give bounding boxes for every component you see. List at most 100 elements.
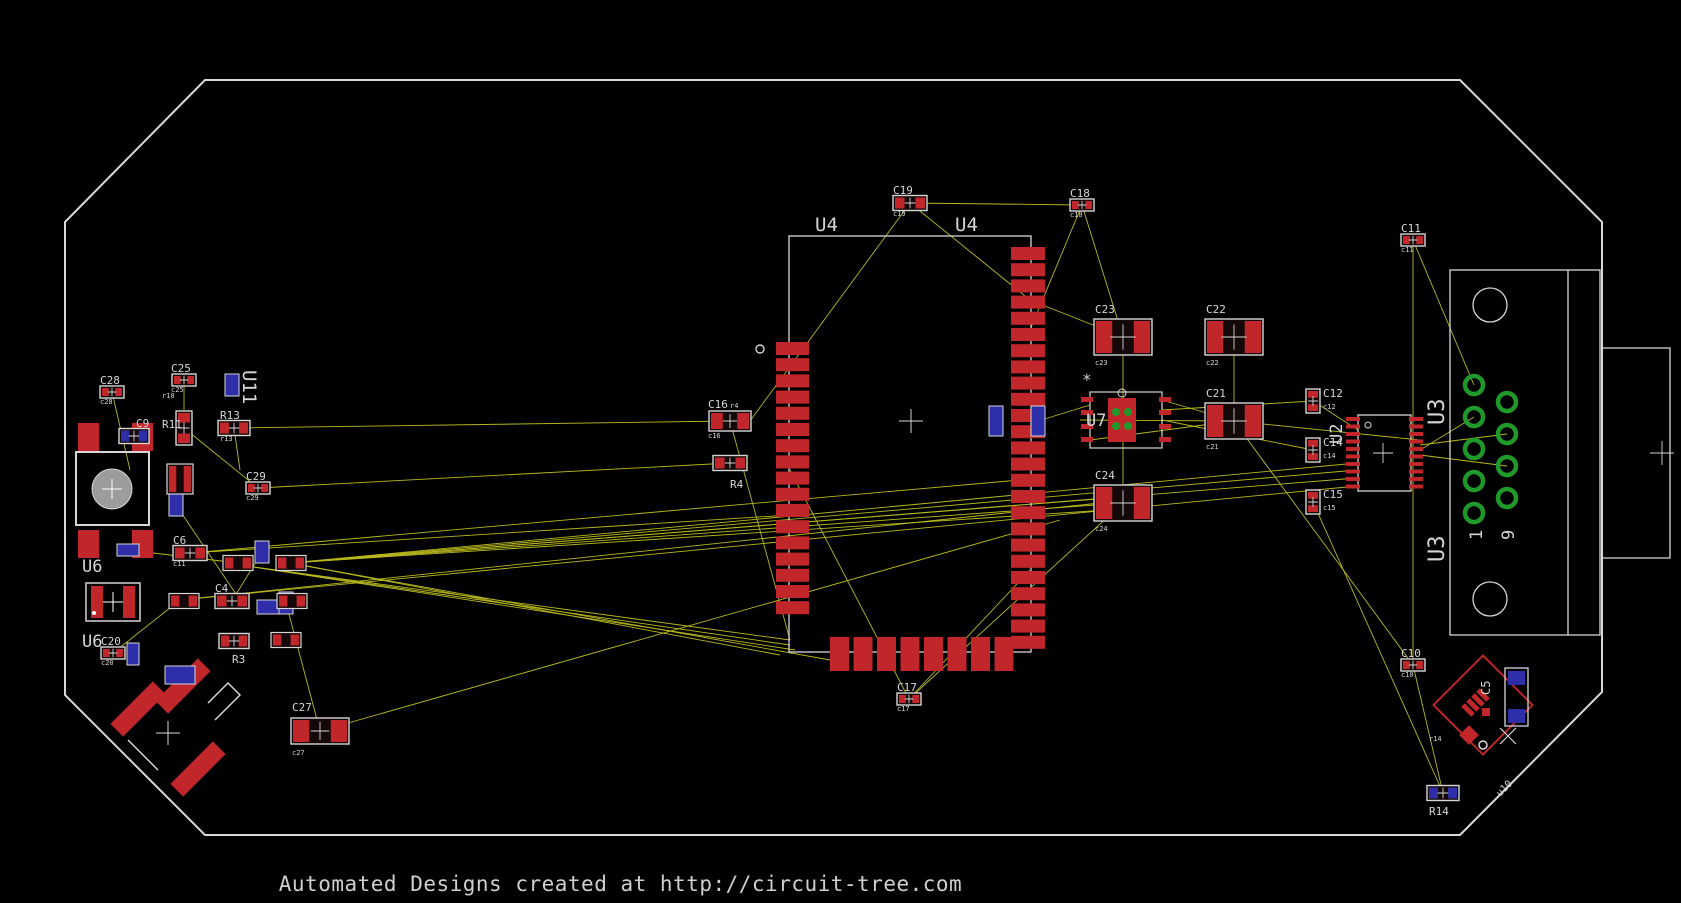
airwire xyxy=(1233,420,1414,666)
airwire xyxy=(175,504,241,601)
airwire xyxy=(289,502,1124,564)
c29-label: C29 xyxy=(246,470,266,483)
diode-footprint[interactable] xyxy=(110,658,242,797)
airwire xyxy=(285,602,321,732)
r4-small-label: r4 xyxy=(730,402,738,410)
component-r4[interactable]: R4 r4 xyxy=(712,402,748,491)
c15-small-label: c15 xyxy=(1323,504,1336,512)
c22-small-label: c22 xyxy=(1206,359,1219,367)
airwire xyxy=(189,514,791,554)
bottom-smd-part[interactable] xyxy=(254,540,270,564)
c23-small-label: c23 xyxy=(1095,359,1108,367)
c19-small-label: c19 xyxy=(893,210,906,218)
u11-label: U11 xyxy=(238,370,260,404)
bottom-smd-part[interactable] xyxy=(256,599,280,615)
bottom-smd-part[interactable] xyxy=(1030,405,1046,437)
u3-label-bottom: U3 xyxy=(1425,536,1450,563)
airwire xyxy=(189,479,1021,554)
airwire xyxy=(908,569,1031,700)
bottom-smd-part[interactable] xyxy=(126,642,140,666)
airwire xyxy=(289,477,1358,564)
c20-label: C20 xyxy=(101,635,121,648)
airwire xyxy=(239,564,796,651)
top-smd-part[interactable] xyxy=(166,463,194,495)
ic-u7[interactable]: * U7 xyxy=(1081,370,1171,449)
top-smd-part[interactable] xyxy=(222,554,254,572)
module-u4[interactable]: U4 U4 xyxy=(755,214,1045,671)
c9-label: C9 xyxy=(136,417,149,430)
airwire xyxy=(1412,664,1444,794)
bottom-smd-part[interactable] xyxy=(224,373,240,397)
svg-text:*: * xyxy=(1082,370,1092,389)
c4-label: C4 xyxy=(215,582,229,595)
component-c4[interactable]: C4 xyxy=(214,582,250,610)
c16-small-label: c16 xyxy=(708,432,721,440)
c12-label: C12 xyxy=(1323,387,1343,400)
u6-label-bottom: U6 xyxy=(82,632,102,652)
airwire xyxy=(909,202,1083,206)
r4-label: R4 xyxy=(730,478,744,491)
component-c16[interactable]: C16 c16 xyxy=(708,398,752,440)
u6-label-top: U6 xyxy=(82,557,102,577)
c5-bottom-cap[interactable]: C5 xyxy=(1479,667,1529,727)
r13-small-label: r13 xyxy=(220,435,233,443)
c28-small-label: c28 xyxy=(100,398,113,406)
top-smd-part[interactable] xyxy=(270,631,302,649)
c27-label: C27 xyxy=(292,701,312,714)
u2-label: U2 xyxy=(1327,424,1347,444)
bottom-smd-part[interactable] xyxy=(988,405,1004,437)
component-c29[interactable]: C29 c29 xyxy=(245,470,271,502)
c19-label: C19 xyxy=(893,184,913,197)
c29-small-label: c29 xyxy=(246,494,259,502)
r14-small-label: r14 xyxy=(1429,735,1442,743)
c6-small-label: c11 xyxy=(173,560,186,568)
c10-label: C10 xyxy=(1401,647,1421,660)
airwire xyxy=(179,485,1358,601)
top-smd-part[interactable] xyxy=(168,592,200,610)
r3-label: R3 xyxy=(232,653,245,666)
component-r3[interactable]: R3 xyxy=(218,632,250,667)
component-c9[interactable]: C9 xyxy=(118,417,150,445)
ratsnest-layer xyxy=(111,202,1508,794)
bottom-smd-part[interactable] xyxy=(116,543,140,557)
airwire xyxy=(183,427,259,489)
airwire xyxy=(233,420,731,429)
ic-u2[interactable]: U2 xyxy=(1327,414,1423,492)
bottom-smd-part[interactable] xyxy=(164,665,196,685)
c14-label: C14 xyxy=(1323,436,1343,449)
c16-label: C16 xyxy=(708,398,728,411)
top-smd-part[interactable] xyxy=(276,592,308,610)
connector-u3[interactable]: U3 U3 1 9 xyxy=(1425,269,1674,636)
airwire xyxy=(1412,239,1475,386)
airwire xyxy=(1037,404,1091,422)
bottom-smd-part[interactable] xyxy=(168,493,184,517)
top-smd-part[interactable] xyxy=(275,554,307,572)
regulator-u6[interactable]: U6 U6 xyxy=(82,557,141,652)
airwire xyxy=(908,502,1124,700)
c25-small-label: c25 xyxy=(171,386,184,394)
u3-label-top: U3 xyxy=(1425,399,1450,426)
component-c19[interactable]: C19 c19 xyxy=(892,184,928,218)
c21-small-label: c21 xyxy=(1206,443,1219,451)
pin-1-label: 1 xyxy=(1467,530,1487,540)
